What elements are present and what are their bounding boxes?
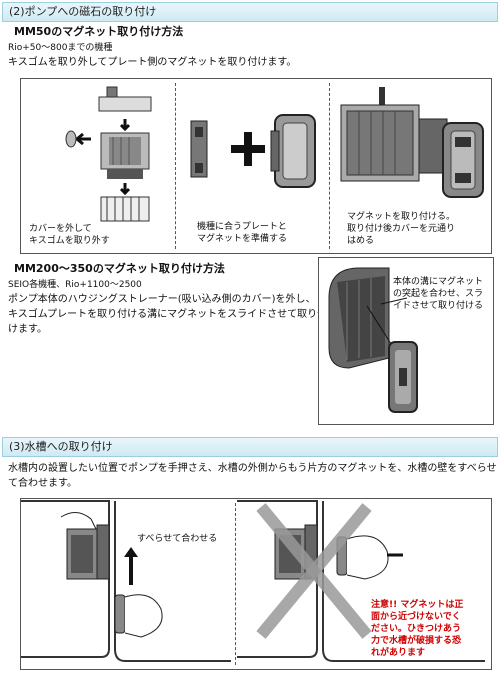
section-header-magnet-attach: (2)ポンプへの磁石の取り付け	[2, 2, 498, 22]
mm200-illustration-panel: 本体の溝にマグネット の突起を合わせ、スラ イドさせて取り付ける	[318, 257, 494, 425]
tank-instruction-line1: 水槽内の設置したい位置でポンプを手押さえ、水槽の外側からもう片方のマグネットを、…	[8, 463, 497, 474]
warning-line4: 力で水槽が破損する恐	[371, 636, 462, 646]
slide-magnet-correct-illustration	[21, 500, 231, 662]
step2-caption-line2: マグネットを準備する	[197, 234, 288, 244]
mm200-instruction-line2: キスゴムプレートを取り付ける溝にマグネットをスライドさせて取り付	[8, 309, 328, 320]
section-header-tank-attach: (3)水槽への取り付け	[2, 437, 498, 457]
step-divider	[329, 83, 330, 249]
warning-line2: 面から近づけないでく	[371, 612, 461, 622]
pump-groove-magnet-illustration	[328, 267, 418, 413]
plate-and-magnet-illustration	[190, 114, 316, 188]
step1-caption-line2: キスゴムを取り外す	[29, 236, 110, 246]
mm200-callout-line2: の突起を合わせ、スラ	[393, 289, 484, 299]
warning-line5: れがあります	[371, 648, 426, 658]
mm200-heading: MM200〜350のマグネット取り付け方法	[14, 262, 225, 275]
mm200-callout-line3: イドさせて取り付ける	[393, 301, 484, 311]
mm200-instruction-line3: けます。	[8, 324, 47, 335]
mm200-callout-line1: 本体の溝にマグネット	[393, 277, 484, 287]
step3-caption-line1: マグネットを取り付ける。	[347, 212, 456, 222]
tank-steps-panel: すべらせて合わせる 注意!! マグネットは正 面から近づけないでく ださい。ひき…	[20, 498, 492, 670]
mm50-models: Rio+50〜800までの機種	[8, 43, 113, 53]
step-divider	[175, 83, 176, 249]
step-divider	[235, 503, 236, 665]
warning-line3: ださい。ひきつけあう	[371, 624, 462, 634]
mm50-instruction: キスゴムを取り外してプレート側のマグネットを取り付けます。	[8, 57, 297, 68]
step3-caption-line2: 取り付け後カバーを元通り	[347, 224, 456, 234]
mm200-models: SEIO各機種、Rio+1100〜2500	[8, 280, 142, 290]
step3-caption-line3: はめる	[347, 236, 375, 246]
section-title: (3)水槽への取り付け	[9, 440, 113, 453]
mm50-heading: MM50のマグネット取り付け方法	[14, 25, 184, 38]
step2-caption-line1: 機種に合うプレートと	[197, 222, 287, 232]
pump-exploded-illustration	[65, 86, 152, 222]
pump-with-magnet-illustration	[340, 87, 484, 198]
mm200-instruction-line1: ポンプ本体のハウジングストレーナー(吸い込み側のカバー)を外し、	[8, 294, 316, 305]
slide-caption: すべらせて合わせる	[137, 534, 218, 544]
approach-from-front-wrong-illustration	[237, 500, 485, 662]
tank-instruction-line2: て合わせます。	[8, 478, 77, 489]
mm50-steps-panel: カバーを外して キスゴムを取り外す 機種に合うプレートと マグネットを準備する …	[20, 78, 492, 254]
warning-line1: 注意!! マグネットは正	[371, 600, 464, 610]
step1-caption-line1: カバーを外して	[29, 224, 92, 234]
section-title: (2)ポンプへの磁石の取り付け	[9, 5, 157, 18]
